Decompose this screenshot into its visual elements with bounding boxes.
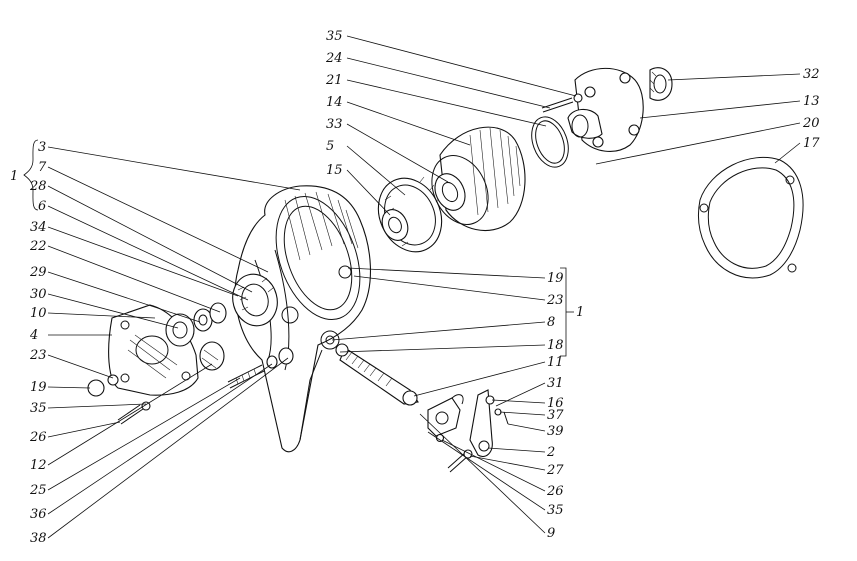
callout-7: 7	[38, 160, 47, 175]
callout-38: 38	[30, 531, 47, 546]
callout-27: 27	[546, 463, 564, 478]
gasket-17	[697, 156, 804, 279]
callout-24: 24	[325, 51, 343, 66]
callout-28: 28	[29, 179, 47, 194]
callout-labels: 1 3 7 28 6 34 22 29 30 10 4 23 19 35 26 …	[10, 29, 820, 546]
callout-30: 30	[30, 287, 47, 302]
callout-17: 17	[803, 136, 820, 151]
drum-14	[431, 126, 526, 231]
gear-5	[377, 176, 443, 253]
callout-13: 13	[803, 94, 820, 109]
callout-20: 20	[802, 116, 820, 131]
callout-22: 22	[29, 239, 47, 254]
callout-26-left: 26	[29, 430, 47, 445]
callout-10: 10	[30, 306, 47, 321]
flange-hub	[541, 67, 673, 152]
callout-36: 36	[30, 507, 47, 522]
callout-9: 9	[547, 526, 555, 541]
callout-15: 15	[326, 163, 343, 178]
shaft-gear	[335, 343, 419, 406]
bolts-left	[87, 347, 294, 425]
callout-33: 33	[326, 117, 343, 132]
group-label-1-right: 1	[576, 305, 584, 320]
callout-32: 32	[803, 67, 820, 82]
callout-14: 14	[326, 95, 343, 110]
callout-25: 25	[29, 483, 47, 498]
callout-12: 12	[30, 458, 47, 473]
callout-3: 3	[38, 140, 46, 155]
callout-8: 8	[547, 315, 555, 330]
callout-23-left: 23	[29, 348, 47, 363]
callout-35-left: 35	[30, 401, 47, 416]
callout-2: 2	[546, 445, 555, 460]
callout-31: 31	[547, 376, 564, 391]
group-label-1: 1	[10, 169, 18, 184]
callout-35-right: 35	[547, 503, 564, 518]
callout-37: 37	[547, 408, 564, 423]
callout-21: 21	[325, 73, 343, 88]
callout-39: 39	[547, 424, 564, 439]
leader-lines	[23, 35, 801, 539]
front-bearing	[232, 273, 278, 327]
callout-18: 18	[547, 338, 564, 353]
callout-6: 6	[38, 199, 46, 214]
callout-26-right: 26	[546, 484, 564, 499]
callout-4: 4	[29, 328, 38, 343]
callout-23-right: 23	[546, 293, 564, 308]
lever-bracket	[427, 394, 473, 473]
callout-19-right: 19	[547, 271, 564, 286]
callout-34: 34	[30, 220, 47, 235]
callout-29: 29	[29, 265, 47, 280]
callout-16: 16	[547, 396, 564, 411]
callout-5: 5	[326, 139, 334, 154]
callout-19-left: 19	[30, 380, 47, 395]
snap-ring	[531, 116, 569, 168]
callout-35-top: 35	[326, 29, 343, 44]
callout-11: 11	[547, 355, 564, 370]
lever	[469, 389, 509, 458]
